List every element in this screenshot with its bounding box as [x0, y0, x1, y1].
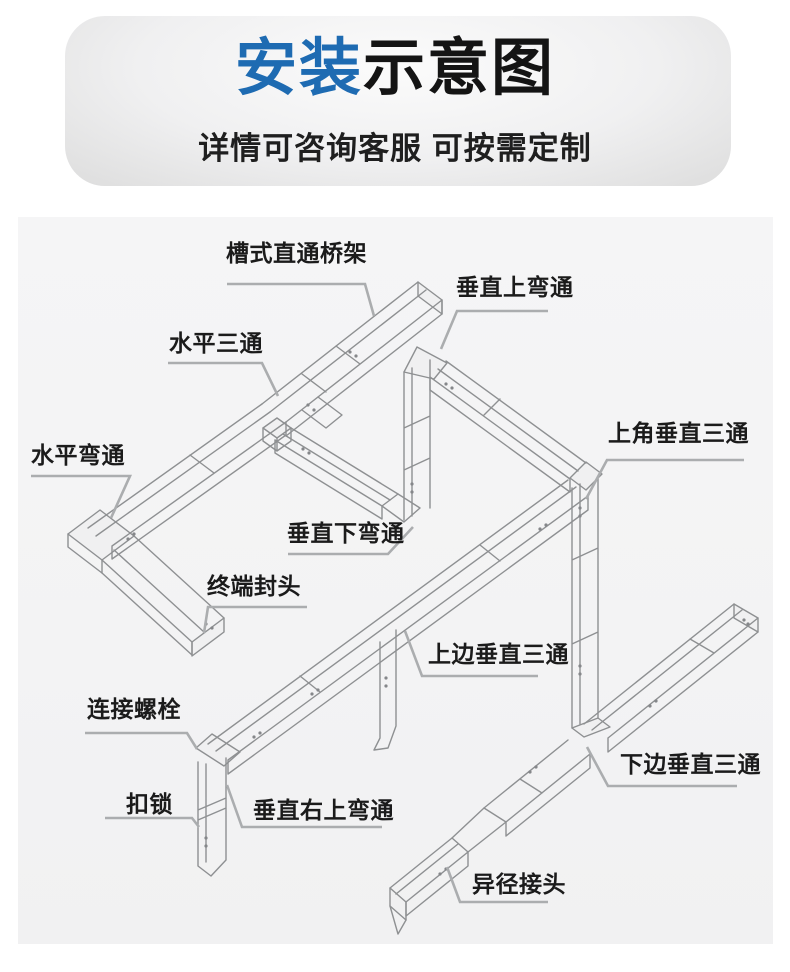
label-buckle-lock: 扣锁 [126, 791, 173, 817]
label-bottom-edge-vertical-tee: 下边垂直三通 [620, 751, 761, 777]
label-horizontal-tee: 水平三通 [169, 330, 263, 356]
label-vertical-right-up-bend: 垂直右上弯通 [253, 797, 394, 823]
bolt-hole-dots [126, 350, 750, 876]
label-horizontal-bend: 水平弯通 [31, 442, 125, 468]
label-end-cap: 终端封头 [207, 573, 301, 599]
diagram-panel [18, 217, 773, 944]
page-title-accent: 安装 [234, 34, 363, 103]
diagram-faces [67, 281, 759, 921]
label-reducing-joint: 异径接头 [472, 871, 566, 897]
label-vertical-down-bend: 垂直下弯通 [287, 520, 405, 546]
page-subtitle: 详情可咨询客服 可按需定制 [198, 131, 592, 166]
label-top-corner-vertical-tee: 上角垂直三通 [608, 420, 749, 446]
diagram-wireframe [67, 281, 759, 935]
label-top-edge-vertical-tee: 上边垂直三通 [428, 641, 569, 667]
page-title-rest: 示意图 [363, 34, 556, 103]
page-title: 安装示意图 [0, 36, 790, 101]
label-trough-straight-tray: 槽式直通桥架 [226, 240, 367, 266]
label-leader-lines [31, 282, 744, 904]
label-vertical-up-bend: 垂直上弯通 [456, 274, 574, 300]
label-connecting-bolt: 连接螺栓 [87, 696, 181, 722]
header-banner [65, 16, 731, 186]
